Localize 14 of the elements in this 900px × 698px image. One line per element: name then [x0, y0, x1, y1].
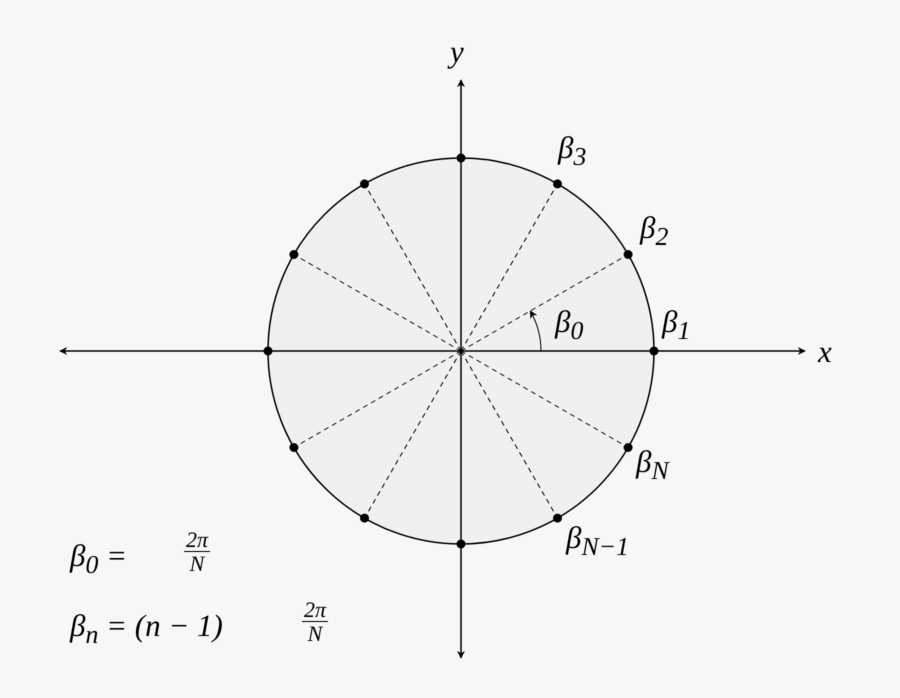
numerator: 2π — [302, 598, 328, 622]
point-label: β$_{1}$ — [662, 306, 690, 344]
denominator: N — [190, 552, 204, 576]
point-label: β$_{N−1}$ — [566, 522, 630, 560]
angle-label: β$_{0}$ — [555, 306, 584, 344]
point-label: β$_{N}$ — [636, 446, 669, 484]
axis-label: x — [818, 336, 832, 367]
formula: β$_{0}$ = — [70, 540, 128, 578]
axis-label: y — [450, 36, 464, 67]
point-label: β$_{3}$ — [558, 132, 586, 170]
numerator: 2π — [184, 528, 210, 552]
denominator: N — [308, 622, 322, 646]
point-label: β$_{2}$ — [640, 212, 668, 250]
formula: β$_{n}$ = (n − 1) — [70, 610, 223, 648]
